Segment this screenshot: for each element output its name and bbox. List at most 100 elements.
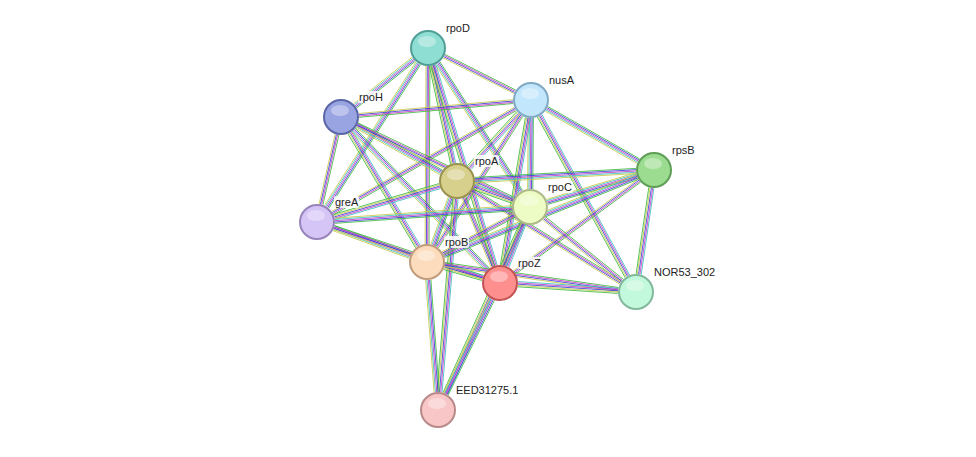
node-highlight (626, 280, 644, 291)
evidence-line (334, 185, 440, 216)
evidence-line (319, 134, 335, 204)
evidence-line (518, 286, 618, 293)
evidence-line (544, 219, 622, 281)
node-highlight (418, 36, 436, 47)
evidence-line (335, 206, 512, 218)
protein-node (409, 244, 445, 280)
evidence-line (448, 300, 494, 395)
evidence-line (518, 287, 618, 294)
node-label: rpoA (474, 155, 499, 167)
evidence-line (351, 132, 419, 246)
evidence-line (445, 299, 491, 394)
protein-node (618, 274, 654, 310)
node-highlight (428, 398, 446, 409)
evidence-line (359, 104, 513, 118)
evidence-line (335, 208, 512, 220)
evidence-line (426, 280, 434, 392)
evidence-line (335, 207, 512, 219)
evidence-line (442, 214, 513, 252)
evidence-line (332, 108, 515, 212)
evidence-line (447, 224, 524, 394)
node-highlight (307, 210, 325, 221)
node-label: NOR53_302 (653, 266, 716, 278)
evidence-line (443, 216, 514, 254)
interaction-edge (547, 173, 638, 205)
protein-node (420, 392, 456, 428)
evidence-line (350, 133, 418, 247)
interaction-edge (319, 134, 339, 205)
protein-node (323, 99, 359, 135)
node-highlight (331, 105, 349, 116)
evidence-line (320, 134, 336, 204)
evidence-line (437, 199, 453, 392)
interaction-edge (518, 282, 618, 294)
evidence-line (323, 135, 339, 205)
evidence-line (354, 58, 413, 105)
node-highlight (521, 88, 539, 99)
protein-node (299, 204, 335, 240)
evidence-line (448, 225, 525, 395)
evidence-line (359, 102, 513, 116)
node-highlight (490, 271, 508, 282)
evidence-line (359, 101, 513, 115)
evidence-line (444, 223, 521, 393)
interaction-edge (636, 187, 654, 274)
node-label: rpoD (445, 22, 471, 34)
evidence-line (444, 298, 490, 393)
node-label: rpoZ (517, 257, 542, 269)
evidence-line (639, 188, 652, 274)
evidence-line (475, 171, 636, 180)
interaction-edge (352, 128, 490, 272)
node-label: rpoH (358, 91, 384, 103)
node-highlight (447, 169, 465, 180)
evidence-line (440, 199, 456, 392)
evidence-line (333, 231, 409, 259)
node-label: nusA (548, 74, 575, 86)
evidence-line (543, 220, 621, 282)
evidence-line (640, 188, 653, 274)
node-label: rpoB (444, 236, 469, 248)
evidence-line (444, 217, 515, 255)
interaction-edge (444, 298, 495, 395)
evidence-line (545, 217, 623, 280)
evidence-line (445, 54, 516, 90)
evidence-line (475, 170, 636, 179)
evidence-line (515, 181, 640, 273)
evidence-line (475, 168, 636, 177)
interaction-edge (334, 226, 484, 279)
evidence-line (637, 188, 650, 274)
evidence-line (545, 111, 637, 163)
protein-node (410, 30, 446, 66)
node-label: rpoC (547, 181, 573, 193)
node-highlight (417, 250, 435, 261)
evidence-line (544, 218, 622, 280)
evidence-line (446, 299, 492, 394)
evidence-line (355, 59, 414, 106)
protein-node (482, 265, 518, 301)
evidence-line (443, 222, 520, 392)
evidence-line (334, 230, 483, 280)
evidence-line (352, 131, 420, 245)
evidence-line (322, 135, 338, 205)
evidence-line (348, 134, 416, 248)
node-highlight (520, 195, 538, 206)
node-label: EED31275.1 (455, 384, 519, 396)
protein-node (636, 152, 672, 188)
interaction-edge (443, 54, 516, 93)
evidence-line (438, 199, 454, 392)
interaction-edge (335, 206, 512, 224)
node-highlight (644, 158, 662, 169)
evidence-line (334, 184, 440, 215)
evidence-line (636, 187, 649, 273)
evidence-line (441, 199, 457, 392)
protein-node (439, 163, 475, 199)
node-label: rpsB (671, 144, 696, 156)
evidence-line (349, 133, 417, 247)
interaction-edge (437, 199, 458, 393)
evidence-line (443, 215, 514, 253)
evidence-line (334, 111, 517, 215)
interaction-edge (543, 217, 623, 283)
evidence-line (445, 179, 639, 257)
evidence-line (516, 182, 641, 274)
